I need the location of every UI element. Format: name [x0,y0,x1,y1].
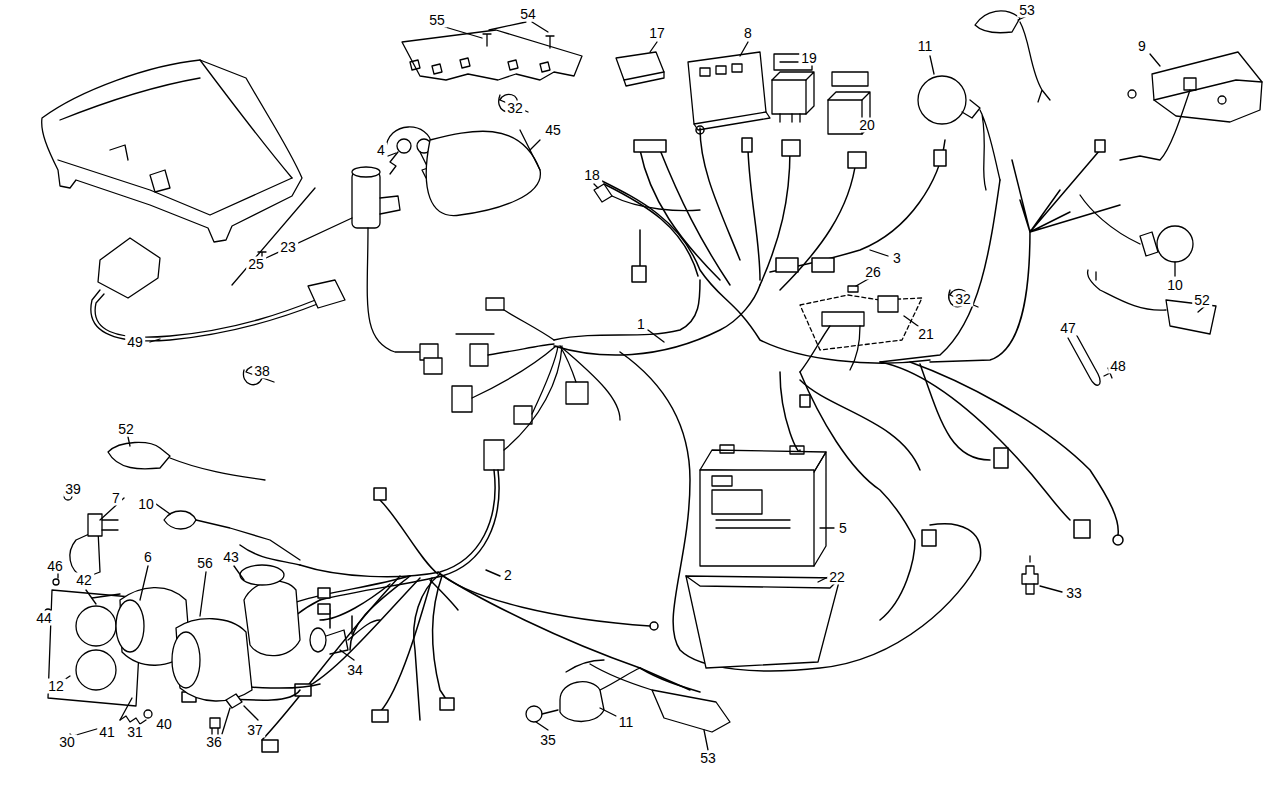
callout-number: 56 [195,556,215,571]
fuse-holder [800,278,922,372]
callout-number: 5 [837,521,849,536]
callout-number: 10 [1165,278,1185,293]
control-units [616,42,870,134]
callout-number: 11 [617,715,636,730]
callout-number: 17 [647,26,667,41]
callout-number: 43 [221,550,241,565]
callout-number: 22 [827,570,847,585]
callout-number: 45 [543,123,563,138]
pressure-switch [1022,556,1062,594]
ignition-switch [258,127,442,374]
bulb [1080,195,1193,276]
callout-number: 53 [698,751,718,766]
callout-number: 20 [857,118,877,133]
front-harness [180,470,700,752]
callout-number: 19 [799,51,819,66]
callout-number: 4 [375,143,387,158]
callout-number: 10 [136,497,156,512]
lamp-socket [526,660,640,730]
callout-number: 55 [427,13,447,28]
callout-number: 2 [502,568,514,583]
spark-cap [594,184,700,211]
callout-number: 25 [246,257,266,272]
callout-number: 3 [891,251,903,266]
battery-tray [686,576,840,668]
headlight-assembly [45,492,300,738]
callout-number: 23 [278,240,298,255]
callout-number: 33 [1064,586,1084,601]
callout-number: 52 [1192,293,1212,308]
tail-light [1120,52,1262,160]
callout-number: 38 [252,364,272,379]
callout-number: 1 [635,317,647,332]
callout-number: 21 [916,327,936,342]
callout-number: 35 [538,733,558,748]
callout-number: 41 [97,725,117,740]
callout-number: 49 [125,335,145,350]
callout-number: 9 [1136,39,1148,54]
callout-number: 53 [1017,3,1037,18]
bulb-socket [310,620,380,660]
connectors [452,298,620,470]
callout-number: 11 [916,39,935,54]
callout-number: 47 [1058,321,1078,336]
main-harness [554,126,1123,671]
callout-number: 31 [125,725,145,740]
callout-number: 54 [518,7,538,22]
callout-number: 32 [505,101,525,116]
cable-tie [243,94,978,384]
callout-number: 42 [74,573,94,588]
callout-number: 12 [46,679,66,694]
callout-number: 44 [34,611,54,626]
callout-number: 39 [63,482,83,497]
grip [426,130,540,216]
callout-number: 30 [57,735,77,750]
callout-number: 6 [142,550,154,565]
instrument-cluster [42,60,315,285]
callout-number: 36 [204,735,224,750]
callout-number: 18 [582,168,602,183]
battery [700,445,834,566]
callout-number: 8 [742,26,754,41]
callout-number: 7 [110,491,122,506]
turn-signal [108,11,1216,750]
callout-number: 37 [245,723,265,738]
callout-number: 26 [863,265,883,280]
callout-number: 34 [345,663,365,678]
callout-number: 52 [116,422,136,437]
mounting-plate [402,22,582,80]
callout-number: 48 [1108,359,1128,374]
callout-number: 46 [45,559,65,574]
callout-number: 40 [154,717,174,732]
callout-number: 32 [953,292,973,307]
dashboard-connector [91,238,345,342]
bulb [918,56,1000,190]
